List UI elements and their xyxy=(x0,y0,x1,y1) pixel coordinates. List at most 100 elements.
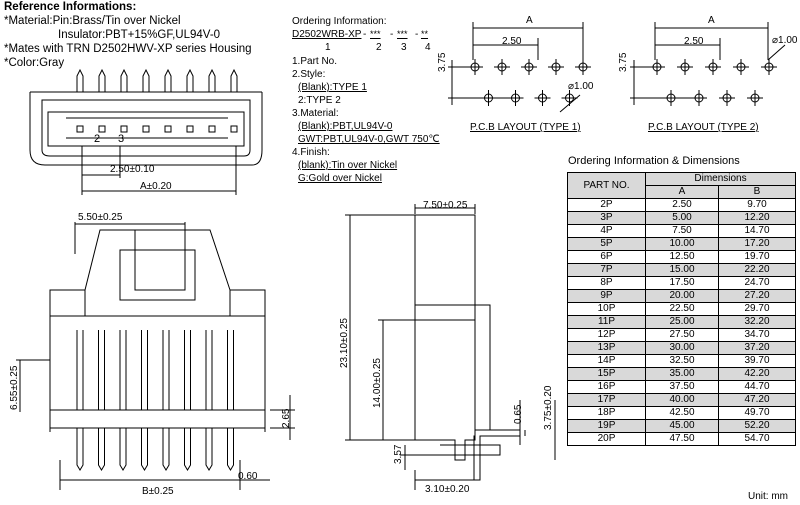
cell-dim-b: 17.20 xyxy=(718,237,796,251)
pin-pad xyxy=(186,125,194,133)
dim-side-height: 6.55±0.25 xyxy=(9,365,20,410)
cell-dim-b: 39.70 xyxy=(718,354,796,368)
pin-top xyxy=(98,68,106,92)
pcb-hole-cross xyxy=(747,90,763,106)
ordering-item-part: 1.Part No. xyxy=(292,56,338,67)
pin-pad xyxy=(142,125,150,133)
cell-dim-a: 42.50 xyxy=(645,406,719,420)
pin-front xyxy=(98,330,105,410)
cell-part-no: 19P xyxy=(567,419,646,433)
dim-w060: 0.60 xyxy=(238,471,258,482)
ordering-num-4: 4 xyxy=(425,42,431,53)
ordering-num-1: 1 xyxy=(325,42,331,53)
pin-label-2: 2 xyxy=(94,133,101,145)
pin-leg xyxy=(98,428,105,471)
pcb-hole-cross xyxy=(761,59,777,75)
pcb-hole-cross xyxy=(691,90,707,106)
pin-front xyxy=(162,330,170,410)
reference-mates: *Mates with TRN D2502HWV-XP series Housi… xyxy=(4,43,252,55)
reference-insulator: Insulator:PBT+15%GF,UL94V-0 xyxy=(58,29,221,41)
pin-top xyxy=(230,68,238,92)
dim-a-tol: A±0.20 xyxy=(140,181,172,192)
cell-dim-a: 27.50 xyxy=(645,328,719,342)
cell-part-no: 9P xyxy=(567,289,646,303)
cell-dim-a: 17.50 xyxy=(645,276,719,290)
cell-dim-b: 14.70 xyxy=(718,224,796,238)
pin-pad xyxy=(76,125,84,133)
cell-dim-a: 7.50 xyxy=(645,224,719,238)
pcb-hole-cross xyxy=(575,59,591,75)
cell-dim-b: 24.70 xyxy=(718,276,796,290)
cell-dim-b: 34.70 xyxy=(718,328,796,342)
ordering-item-gold: G:Gold over Nickel xyxy=(298,173,382,184)
ordering-dash-2: - xyxy=(390,29,394,40)
reference-material: *Material:Pin:Brass/Tin over Nickel xyxy=(4,15,181,27)
cell-dim-a: 47.50 xyxy=(645,432,719,446)
ordering-item-pbt: (Blank):PBT,UL94V-0 xyxy=(298,121,393,132)
cell-dim-a: 35.00 xyxy=(645,367,719,381)
side-view-drawing xyxy=(345,204,556,490)
dim-top-width: 5.50±0.25 xyxy=(78,212,123,223)
pcb-hole-cross xyxy=(534,90,551,106)
header-a: A xyxy=(645,185,719,199)
cell-dim-a: 32.50 xyxy=(645,354,719,368)
reference-color: *Color:Gray xyxy=(4,57,65,69)
cell-part-no: 7P xyxy=(567,263,646,277)
pin-leg xyxy=(205,428,213,471)
cell-dim-b: 29.70 xyxy=(718,302,796,316)
pcb1-dim-hole: ⌀1.00 xyxy=(568,81,594,92)
ordering-code-part-3: *** xyxy=(397,29,408,39)
pin-leg xyxy=(76,428,84,471)
pin-top xyxy=(164,68,172,92)
cell-dim-b: 27.20 xyxy=(718,289,796,303)
cell-dim-a: 25.00 xyxy=(645,315,719,329)
dim-side-top: 7.50±0.25 xyxy=(423,200,468,211)
dim-h1400: 14.00±0.25 xyxy=(372,358,383,408)
ordering-dash-3: - xyxy=(415,29,419,40)
pin-leg xyxy=(227,428,234,471)
ordering-item-type1: (Blank):TYPE 1 xyxy=(298,82,367,93)
pin-pad xyxy=(164,125,172,133)
pcb2-dim-pitch: 2.50 xyxy=(684,36,704,47)
cell-dim-a: 5.00 xyxy=(645,211,719,225)
pcb1-dim-a: A xyxy=(526,15,533,26)
table-title: Ordering Information & Dimensions xyxy=(568,155,740,167)
cell-part-no: 4P xyxy=(567,224,646,238)
pcb-hole-cross xyxy=(467,59,483,75)
pin-pad xyxy=(120,125,128,133)
cell-part-no: 16P xyxy=(567,380,646,394)
dim-w310: 3.10±0.20 xyxy=(425,484,470,495)
pin-leg xyxy=(119,428,127,471)
cell-part-no: 11P xyxy=(567,315,646,329)
pcb-hole-cross xyxy=(705,59,721,75)
pcb1-label: P.C.B LAYOUT (TYPE 1) xyxy=(470,122,581,133)
cell-dim-a: 37.50 xyxy=(645,380,719,394)
cell-dim-b: 37.20 xyxy=(718,341,796,355)
cell-dim-a: 20.00 xyxy=(645,289,719,303)
pcb-hole-cross xyxy=(677,59,693,75)
unit-label: Unit: mm xyxy=(748,491,788,502)
cell-part-no: 18P xyxy=(567,406,646,420)
pcb-hole-cross xyxy=(494,59,510,75)
pcb-hole-cross xyxy=(649,59,665,75)
pcb-hole-cross xyxy=(719,90,735,106)
cell-part-no: 12P xyxy=(567,328,646,342)
cell-dim-a: 12.50 xyxy=(645,250,719,264)
pcb1-dim-row: 3.75 xyxy=(437,52,448,72)
ordering-code: D2502WRB-XP xyxy=(292,29,362,40)
